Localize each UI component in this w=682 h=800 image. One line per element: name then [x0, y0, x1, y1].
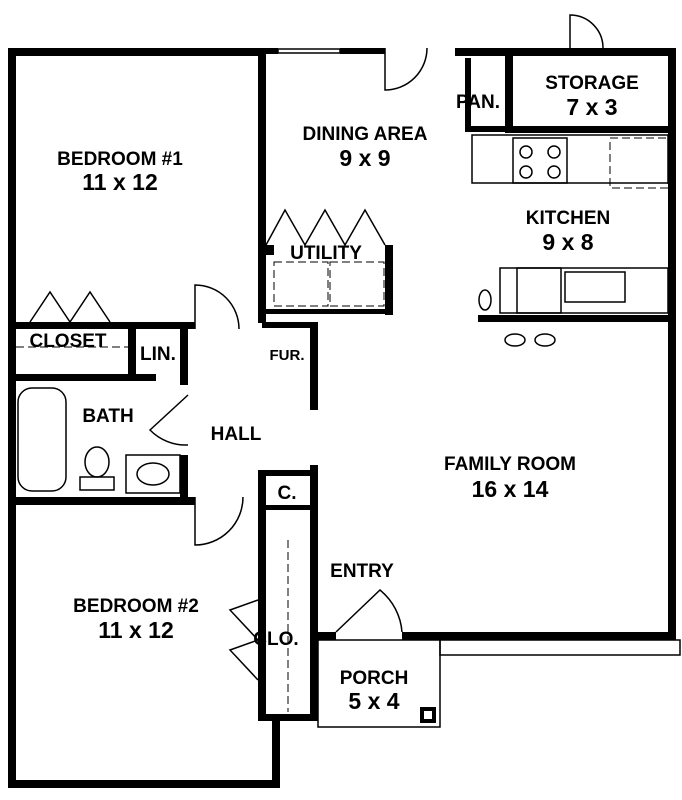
wall-storage-bottom: [505, 126, 676, 133]
door-entry: [335, 589, 403, 633]
window-family: [534, 632, 596, 640]
room-size-dining: 9 x 9: [339, 145, 390, 171]
stool: [478, 289, 492, 311]
vanity: [125, 454, 181, 494]
labels: BEDROOM #1 11 x 12 DINING AREA 9 x 9 PAN…: [29, 73, 638, 714]
wall-hall-right: [310, 465, 318, 720]
wall-utility-left: [266, 245, 274, 255]
wall-coat-top: [258, 470, 316, 476]
burner: [519, 145, 533, 159]
dryer: [329, 261, 385, 307]
wall-family-bottom-2: [402, 632, 676, 640]
porch-outline: [317, 639, 441, 728]
walls: [8, 48, 681, 788]
burner: [519, 165, 533, 179]
wall-family-bottom-1: [316, 632, 336, 640]
room-name-hall: HALL: [211, 424, 262, 445]
room-name-bath: BATH: [82, 406, 133, 427]
wall-utility-bottom: [266, 309, 393, 314]
door-utility: [265, 208, 386, 247]
room-name-bedroom1: BEDROOM #1: [57, 149, 183, 170]
toilet-tank: [79, 476, 115, 491]
room-name-porch: PORCH: [340, 668, 409, 689]
window-bedroom2: [104, 780, 166, 788]
room-name-closet: CLOSET: [29, 331, 106, 352]
room-name-closet2: CLO.: [253, 629, 298, 650]
room-size-bedroom1: 11 x 12: [82, 169, 157, 195]
room-size-family: 16 x 14: [472, 476, 549, 502]
wall-bedroom2-bottom: [8, 780, 280, 788]
wall-bath-right: [180, 455, 188, 505]
wall-dining-top: [266, 48, 278, 54]
burner: [547, 165, 561, 179]
door-clo: [228, 599, 260, 681]
room-size-bedroom2: 11 x 12: [98, 617, 173, 643]
wall-bedroom2-corner: [272, 714, 280, 788]
stool: [504, 333, 526, 347]
door-bedroom2: [194, 496, 244, 546]
toilet: [84, 446, 110, 478]
room-name-entry: ENTRY: [330, 561, 394, 582]
room-name-coat: C.: [278, 483, 297, 504]
room-name-dining: DINING AREA: [303, 124, 428, 145]
wall-left: [8, 48, 16, 788]
washer: [273, 261, 329, 307]
wall-right: [668, 48, 676, 640]
room-name-linen: LIN.: [140, 344, 176, 365]
wall-linen-right: [180, 322, 188, 385]
stool: [534, 333, 556, 347]
room-size-kitchen: 9 x 8: [542, 229, 593, 255]
doors: [29, 14, 604, 681]
refrigerator: [609, 137, 669, 189]
room-name-family: FAMILY ROOM: [444, 454, 576, 475]
kitchen-counter-top: [471, 134, 669, 184]
wall-closet-top: [8, 322, 195, 329]
door-bedroom1: [194, 284, 240, 330]
fixtures: [16, 134, 669, 712]
room-size-porch: 5 x 4: [348, 688, 399, 714]
room-name-kitchen: KITCHEN: [526, 208, 610, 229]
door-storage: [569, 14, 604, 49]
kitchen-island: [499, 267, 669, 314]
room-name-pantry: PAN.: [456, 92, 500, 113]
kitchen-sink: [564, 271, 626, 303]
room-name-bedroom2: BEDROOM #2: [73, 596, 199, 617]
wall-closet-bottom: [8, 374, 136, 381]
porch-step: [439, 639, 681, 656]
wall-kitchen-bottom: [478, 315, 676, 322]
room-name-utility: UTILITY: [290, 243, 362, 264]
dishwasher: [516, 267, 562, 314]
door-dining: [384, 47, 428, 91]
wall-bedroom1-right: [258, 48, 266, 323]
wall-dining-top-2: [340, 48, 385, 54]
wall-furnace-right: [310, 322, 318, 410]
sink-bath: [136, 462, 170, 486]
bathtub: [17, 387, 67, 492]
room-name-storage: STORAGE: [545, 73, 639, 94]
window-kitchen: [669, 194, 675, 256]
door-bath: [148, 394, 189, 446]
room-size-storage: 7 x 3: [566, 94, 617, 120]
porch-post-inner: [424, 711, 432, 719]
wall-bedroom2-top: [8, 497, 195, 505]
wall-utility-right: [385, 245, 393, 315]
wall-linen-bottom: [136, 374, 156, 381]
wall-coat-bottom: [258, 505, 316, 510]
wall-furnace-top: [262, 322, 318, 328]
wall-linen-left: [128, 322, 136, 381]
window-dining: [277, 48, 341, 54]
wall-bedroom1-top: [8, 48, 266, 56]
wall-bedroom2-right: [258, 470, 266, 720]
wall-pantry-bottom: [465, 126, 510, 132]
wall-clo-bottom: [258, 714, 318, 721]
stove: [512, 137, 568, 184]
burner: [547, 145, 561, 159]
wall-storage-left: [505, 48, 513, 132]
door-closet: [29, 290, 111, 324]
wall-pantry: [465, 58, 471, 130]
wall-top-right: [455, 48, 676, 56]
room-name-furnace: FUR.: [270, 347, 305, 364]
